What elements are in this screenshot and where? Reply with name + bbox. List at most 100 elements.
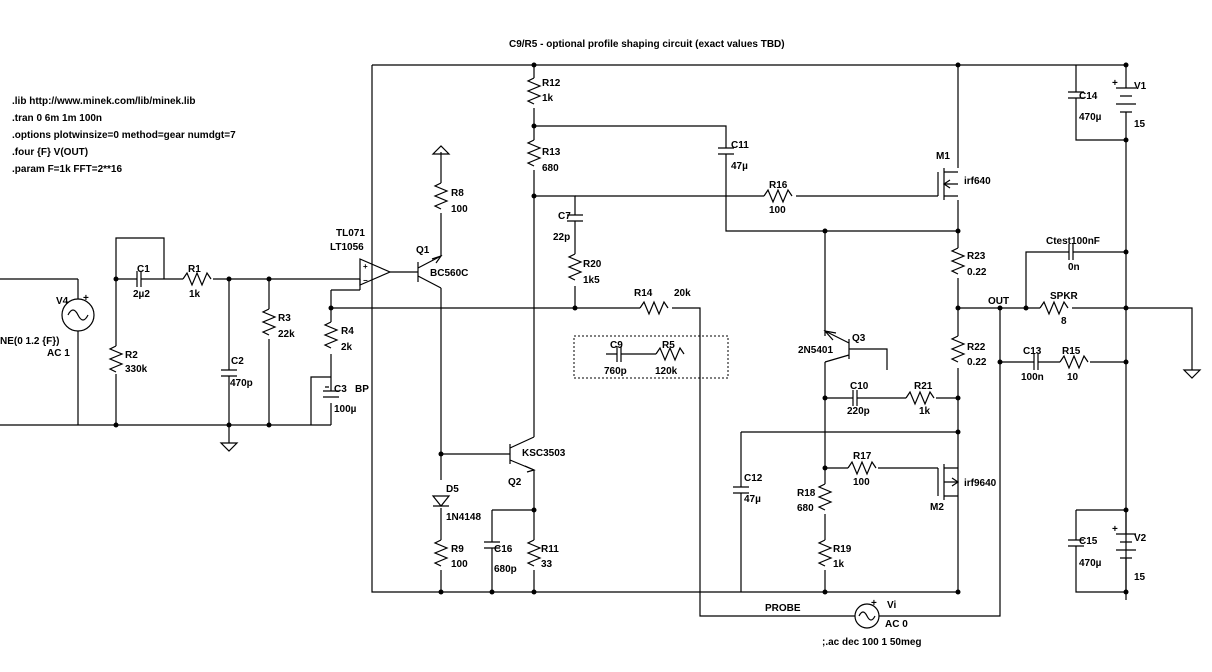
c12-value: 47µ [744, 494, 761, 505]
q3-name: Q3 [852, 333, 866, 344]
c16-name: C16 [494, 544, 513, 555]
r8-value: 100 [451, 204, 468, 215]
r5-name: R5 [662, 340, 675, 351]
c13-value: 100n [1021, 372, 1044, 383]
ctest-symbol [1066, 244, 1078, 260]
r22-name: R22 [967, 342, 986, 353]
r14-symbol [639, 300, 669, 316]
r8-symbol [433, 182, 449, 210]
svg-text:+: + [363, 262, 368, 271]
power-symbols [219, 145, 1202, 452]
svg-text:+: + [1112, 524, 1118, 535]
r11-symbol [526, 539, 542, 567]
r18-symbol [817, 483, 833, 511]
r20-value: 1k5 [583, 275, 600, 286]
c7-name: C7 [558, 211, 571, 222]
r2-value: 330k [125, 364, 148, 375]
vi-symbol [854, 603, 880, 629]
r21-value: 1k [919, 406, 931, 417]
d5-name: D5 [446, 484, 459, 495]
m1-symbol [937, 168, 958, 200]
v4-name: V4 [56, 296, 69, 307]
r13-symbol [526, 139, 542, 167]
r18-value: 680 [797, 503, 814, 514]
q1-value: BC560C [430, 268, 468, 279]
c13-name: C13 [1023, 346, 1042, 357]
schematic-title: C9/R5 - optional profile shaping circuit… [509, 39, 785, 50]
r5-value: 120k [655, 366, 678, 377]
r12-value: 1k [542, 93, 554, 104]
r12-name: R12 [542, 78, 561, 89]
r18-name: R18 [797, 488, 816, 499]
r5-symbol [655, 346, 685, 362]
r1-value: 1k [189, 289, 201, 300]
r2-symbol [108, 345, 124, 373]
directive-2: .tran 0 6m 1m 100n [12, 113, 102, 124]
c15-symbol [1068, 539, 1084, 552]
r4-symbol [323, 321, 339, 349]
r19-symbol [817, 539, 833, 567]
r19-value: 1k [833, 559, 845, 570]
m1-name: M1 [936, 151, 950, 162]
net-out-label: OUT [988, 296, 1009, 307]
c10-name: C10 [850, 381, 869, 392]
r4-name: R4 [341, 326, 354, 337]
c15-value: 470µ [1079, 558, 1102, 569]
c14-name: C14 [1079, 91, 1098, 102]
r20-name: R20 [583, 259, 602, 270]
ground-symbol-2 [1182, 369, 1202, 379]
spkr-symbol [1039, 300, 1069, 316]
d5-value: 1N4148 [446, 512, 481, 523]
wires [0, 64, 1193, 617]
net-probe-label: PROBE [765, 603, 801, 614]
spkr-name: SPKR [1050, 291, 1079, 302]
r23-value: 0.22 [967, 267, 987, 278]
q2-symbol [509, 436, 536, 473]
opamp-name: TL071 [336, 228, 365, 239]
r3-symbol [261, 308, 277, 336]
r16-name: R16 [769, 180, 788, 191]
r9-symbol [433, 539, 449, 567]
c1-value: 2µ2 [133, 289, 150, 300]
c9-value: 760p [604, 366, 627, 377]
r22-symbol [950, 335, 966, 363]
r4-value: 2k [341, 342, 353, 353]
r14-name: R14 [634, 288, 653, 299]
v4-symbol [61, 298, 95, 332]
r21-name: R21 [914, 381, 933, 392]
svg-text:−: − [363, 276, 368, 285]
q3-symbol [823, 330, 850, 363]
r21-symbol [905, 390, 935, 406]
vi-name: Vi [887, 600, 896, 611]
r17-name: R17 [853, 451, 872, 462]
c1-symbol [132, 271, 144, 287]
c7-value: 22p [553, 232, 570, 243]
v4-value2: AC 1 [47, 348, 70, 359]
directive-5: .param F=1k FFT=2**16 [12, 164, 122, 175]
c11-symbol [718, 147, 734, 160]
c7-symbol [567, 214, 583, 225]
c2-value: 470p [230, 378, 253, 389]
m2-name: M2 [930, 502, 944, 513]
c15-name: C15 [1079, 536, 1098, 547]
ac-directive: ;.ac dec 100 1 50meg [822, 637, 922, 648]
svg-text:+: + [871, 598, 877, 609]
r1-symbol [182, 271, 212, 287]
r23-name: R23 [967, 251, 986, 262]
optional-profile-box [573, 335, 729, 379]
v1-value: 15 [1134, 119, 1146, 130]
r8-name: R8 [451, 188, 464, 199]
v1-name: V1 [1134, 81, 1147, 92]
c3-extra: BP [355, 384, 369, 395]
q2-name: Q2 [508, 477, 522, 488]
c9-name: C9 [610, 340, 623, 351]
c13-symbol [1030, 354, 1042, 370]
c11-value: 47µ [731, 161, 748, 172]
v1-symbol [1116, 87, 1136, 113]
c16-symbol [484, 541, 500, 554]
m2-value: irf9640 [964, 478, 997, 489]
v4-value: NE(0 1.2 {F}) [0, 336, 59, 347]
r12-symbol [526, 77, 542, 105]
svg-text:+: + [83, 293, 89, 304]
